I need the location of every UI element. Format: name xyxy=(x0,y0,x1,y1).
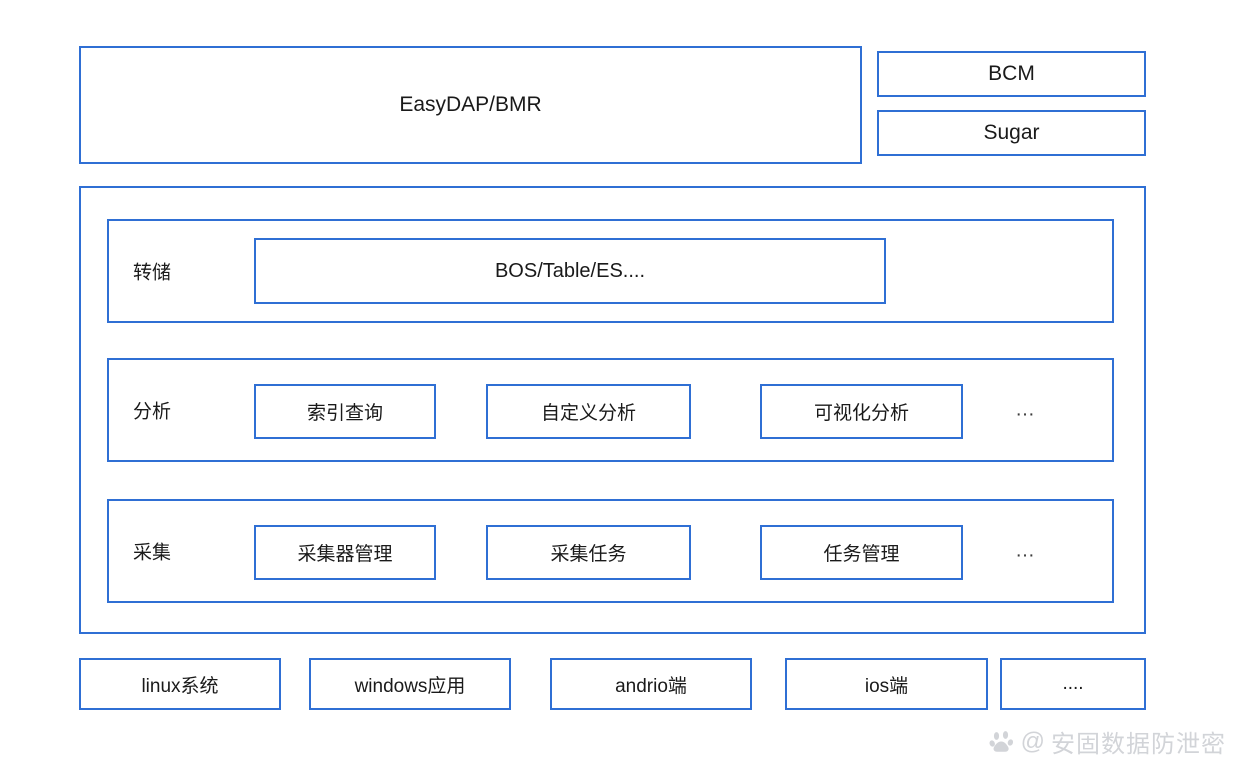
collection-ellipsis: … xyxy=(1015,539,1037,562)
easydap-bmr-label: EasyDAP/BMR xyxy=(399,93,542,116)
watermark-text: 安固数据防泄密 xyxy=(1051,731,1226,758)
layer-row-collection: 采集 采集器管理 采集任务 任务管理 … xyxy=(107,499,1114,603)
watermark: @ 安固数据防泄密 xyxy=(989,724,1226,759)
endpoint-linux: linux系统 xyxy=(79,658,281,710)
layer-row-storage: 转储 BOS/Table/ES.... xyxy=(107,219,1114,323)
layer-title-collection: 采集 xyxy=(133,542,172,564)
easydap-bmr-box: EasyDAP/BMR xyxy=(79,46,862,164)
collection-item-task-management: 任务管理 xyxy=(760,525,963,580)
analysis-item-custom-analysis: 自定义分析 xyxy=(486,384,691,439)
analysis-item-index-query: 索引查询 xyxy=(254,384,436,439)
storage-targets-label: BOS/Table/ES.... xyxy=(494,259,646,282)
watermark-at-symbol: @ xyxy=(1020,727,1045,755)
baidu-paw-icon xyxy=(989,730,1013,752)
endpoint-windows: windows应用 xyxy=(309,658,511,710)
collection-item-collection-task: 采集任务 xyxy=(486,525,691,580)
endpoint-android: andrio端 xyxy=(550,658,752,710)
layer-row-analysis: 分析 索引查询 自定义分析 可视化分析 … xyxy=(107,358,1114,462)
endpoint-ios: ios端 xyxy=(785,658,988,710)
sugar-label: Sugar xyxy=(983,121,1040,144)
analysis-ellipsis: … xyxy=(1015,398,1037,421)
analysis-item-visual-analysis: 可视化分析 xyxy=(760,384,963,439)
storage-targets-box: BOS/Table/ES.... xyxy=(254,238,886,304)
layer-title-analysis: 分析 xyxy=(133,401,172,423)
layer-title-storage: 转储 xyxy=(133,262,172,284)
sugar-box: Sugar xyxy=(877,110,1146,156)
endpoint-more: .... xyxy=(1000,658,1146,710)
bcm-box: BCM xyxy=(877,51,1146,97)
collection-item-collector-management: 采集器管理 xyxy=(254,525,436,580)
bcm-label: BCM xyxy=(988,62,1035,85)
